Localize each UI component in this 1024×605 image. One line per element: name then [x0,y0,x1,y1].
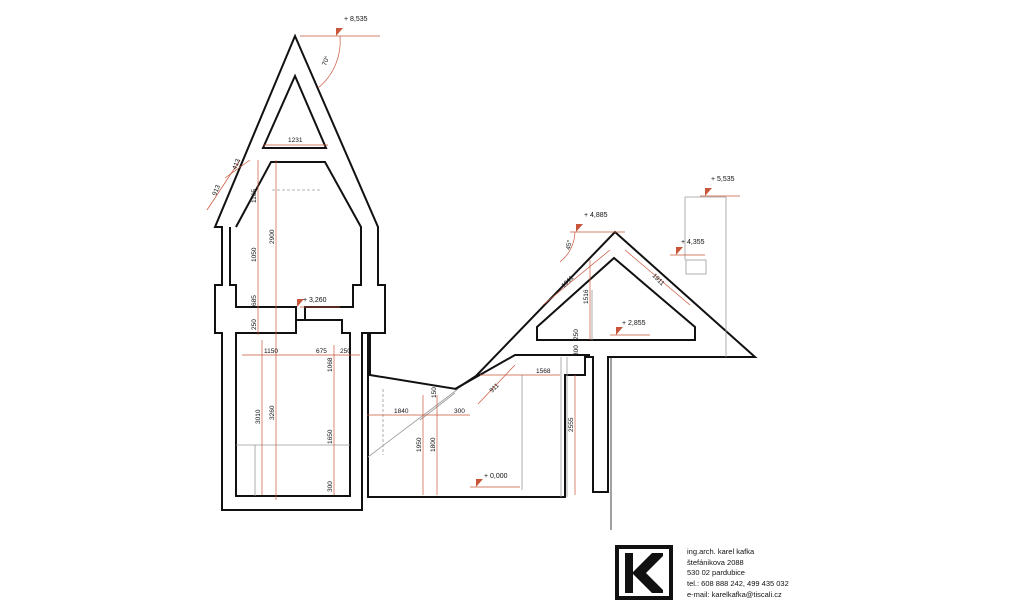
dim-label: 1800 [430,437,437,452]
level-marker [476,479,483,487]
level-marker [576,224,583,232]
wing-attic-inner [536,256,696,341]
dim-label: 3010 [255,409,262,424]
angle-label: 45° [564,239,574,250]
dim-label: 2555 [568,417,575,432]
dim-label: 1650 [327,429,334,444]
wing-roof-inner [454,354,590,390]
dim-line [542,249,611,306]
dim-label: 3260 [269,405,276,420]
architect-name: ing.arch. karel kafka [687,547,755,556]
architect-logo [615,545,673,600]
phone-numbers: tel.: 608 888 242, 499 435 032 [687,579,789,589]
dim-label: 1165 [251,189,258,203]
dim-label: 685 [251,295,258,306]
building-section [213,33,758,511]
stair-line-2 [419,392,456,421]
dim-label: 675 [316,348,327,355]
level-marker [705,188,712,196]
city-address: 530 02 pardubice [687,568,745,578]
dim-line [624,249,691,306]
level-label: + 4,885 [584,212,608,219]
tower-roof-inner [229,161,362,321]
dim-label: 150 [431,387,438,398]
level-marker [336,28,343,36]
dim-label: 413 [231,158,242,171]
email-address: e-mail: karelkafka@tiscali.cz [687,589,782,599]
tower-roof-outer [213,33,758,511]
chimney-flashing [685,259,707,275]
dim-line [206,159,241,211]
level-label: + 5,535 [711,176,735,183]
logo-k-mark [625,553,663,593]
angle-arc-tower [317,35,341,89]
ground-room-left [235,319,351,497]
dim-label: 1840 [394,408,409,415]
dim-label: 1516 [583,289,590,304]
stair-line [367,388,459,458]
level-label: + 0,000 [484,473,508,480]
dim-label: 1050 [251,247,258,262]
level-labels: + 8,535 + 5,535 + 4,885 + 4,355 + 3,260 … [303,16,735,480]
dim-label: 300 [454,408,465,415]
dim-line [477,364,516,405]
dim-label: 911 [488,382,501,395]
level-markers [297,28,712,487]
dim-label: 1568 [536,368,551,375]
level-marker [616,327,623,335]
secondary-lines [236,189,727,530]
dim-label: 250 [251,319,258,330]
dim-line [224,159,251,179]
street-address: štefánikova 2088 [687,557,744,567]
dimension-lines [206,35,740,500]
level-label: + 4,355 [681,239,705,246]
title-block: ing.arch. karel kafka štefánikova 2088 5… [687,547,887,601]
dim-label: 1231 [288,137,303,144]
dim-label: 1150 [264,348,278,355]
dim-label: 250 [340,348,351,355]
angle-arc-wing [559,231,576,263]
angle-label: 70° [320,54,331,66]
tower-attic-inner [261,73,328,149]
dim-label: 1950 [416,437,423,452]
dim-label: 1068 [327,357,334,372]
dim-label: 913 [211,184,222,197]
dim-label: 300 [573,345,580,356]
dim-label: 2900 [269,229,276,244]
level-label: + 3,260 [303,297,327,304]
dim-label: 300 [327,481,334,492]
level-marker [297,299,304,307]
level-label: + 2,855 [622,320,646,327]
level-marker [676,247,683,255]
level-label: + 8,535 [344,16,368,23]
dim-label: 250 [573,329,580,340]
